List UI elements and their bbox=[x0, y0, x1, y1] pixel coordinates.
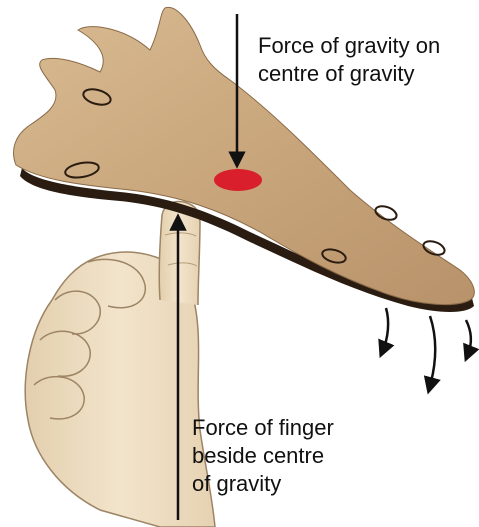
tipping-arrow bbox=[383, 308, 388, 350]
tipping-arrow bbox=[466, 320, 471, 354]
tipping-arrow bbox=[430, 316, 435, 386]
gravity-force-label: Force of gravity on centre of gravity bbox=[258, 32, 440, 88]
finger-label-line-1: Force of finger bbox=[192, 414, 334, 442]
centre-of-gravity-marker bbox=[214, 169, 262, 191]
finger-force-label: Force of finger beside centre of gravity bbox=[192, 414, 334, 498]
finger-label-line-3: of gravity bbox=[192, 470, 334, 498]
gravity-label-line-2: centre of gravity bbox=[258, 60, 440, 88]
gravity-label-line-1: Force of gravity on bbox=[258, 32, 440, 60]
finger-label-line-2: beside centre bbox=[192, 442, 334, 470]
hand bbox=[25, 202, 215, 527]
